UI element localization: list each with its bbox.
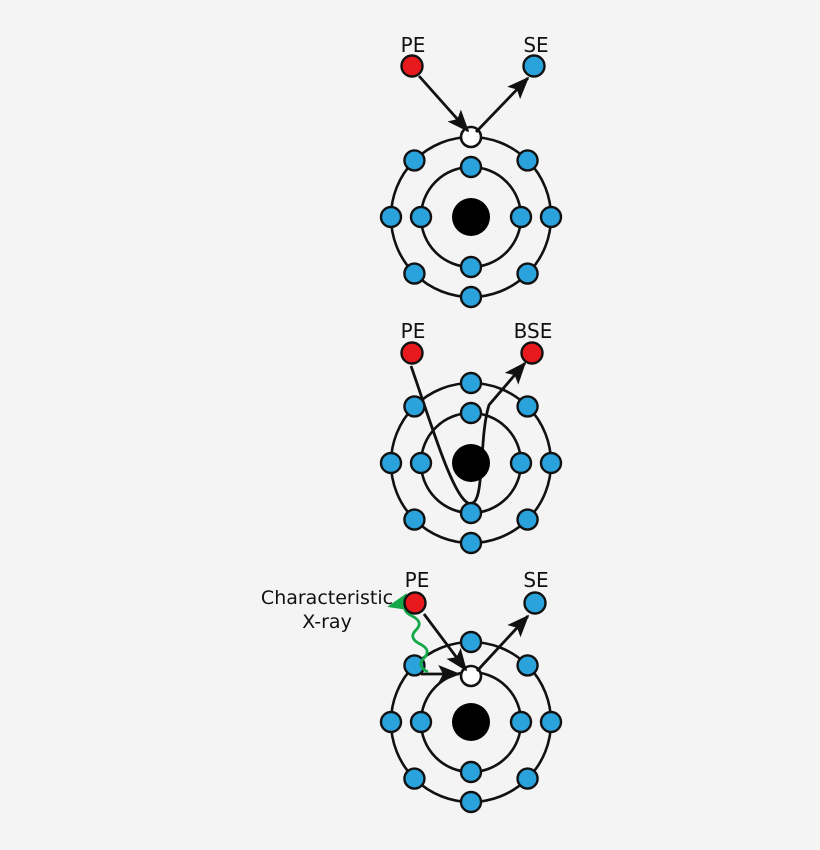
nucleus: [452, 444, 490, 482]
label-x-ray: X-ray: [302, 611, 352, 633]
outer-shell-electron: [459, 630, 483, 654]
nucleus: [452, 198, 490, 236]
secondary-electron-marker: [522, 54, 546, 78]
inner-shell-electron: [409, 205, 433, 229]
label-se: SE: [523, 568, 548, 592]
inner-shell-electron: [509, 205, 533, 229]
outer-shell-electron: [516, 262, 539, 285]
inner-shell-electron: [459, 760, 483, 784]
outer-shell-electron: [539, 451, 563, 475]
secondary-electron-marker: [523, 591, 547, 615]
incident-pe-arrow: [417, 75, 470, 133]
outer-shell-electron: [539, 205, 563, 229]
outer-shell-electron: [379, 205, 403, 229]
label-pe: PE: [401, 33, 426, 57]
label-pe: PE: [405, 568, 430, 592]
inner-shell-electron: [409, 710, 433, 734]
emitted-se-arrow: [474, 76, 530, 133]
inner-shell-electron: [409, 451, 433, 475]
outer-shell-electron: [379, 710, 403, 734]
nucleus: [452, 703, 490, 741]
outer-shell-electron: [403, 767, 426, 790]
outer-shell-electron: [403, 395, 426, 418]
panel-backscattered-electron: PE BSE: [379, 319, 563, 555]
incident-pe-arrow: [422, 613, 468, 672]
inner-shell-electron: [459, 501, 483, 525]
outer-shell-electron: [459, 371, 483, 395]
inner-shell-electron: [509, 451, 533, 475]
primary-electron-marker: [403, 591, 427, 615]
inner-shell-electron: [459, 401, 483, 425]
label-bse: BSE: [514, 319, 553, 343]
outer-shell-electron: [403, 262, 426, 285]
inner-shell-electron: [459, 255, 483, 279]
inner-shell-electron: [459, 155, 483, 179]
outer-shell-electron: [403, 654, 426, 677]
label-se: SE: [523, 33, 548, 57]
inner-shell-electron: [509, 710, 533, 734]
outer-shell-electron: [516, 767, 539, 790]
label-pe: PE: [401, 319, 426, 343]
backscattered-electron-marker: [520, 341, 544, 365]
outer-shell-electron: [459, 790, 483, 814]
outer-shell-electron: [379, 451, 403, 475]
outer-shell-electron: [403, 149, 426, 172]
outer-shell-electron: [403, 508, 426, 531]
outer-shell-electron: [516, 395, 539, 418]
emitted-se-arrow: [475, 614, 530, 672]
outer-shell-electron: [516, 149, 539, 172]
outer-shell-electron: [459, 531, 483, 555]
primary-electron-marker: [400, 54, 424, 78]
outer-shell-electron: [516, 654, 539, 677]
outer-shell-electron: [539, 710, 563, 734]
label-characteristic: Characteristic: [261, 587, 393, 609]
outer-shell-electron: [459, 285, 483, 309]
characteristic-xray-arrow: [387, 593, 429, 674]
primary-electron-marker: [400, 341, 424, 365]
panel-secondary-electron: PE SE: [379, 33, 563, 309]
outer-shell-electron: [516, 508, 539, 531]
